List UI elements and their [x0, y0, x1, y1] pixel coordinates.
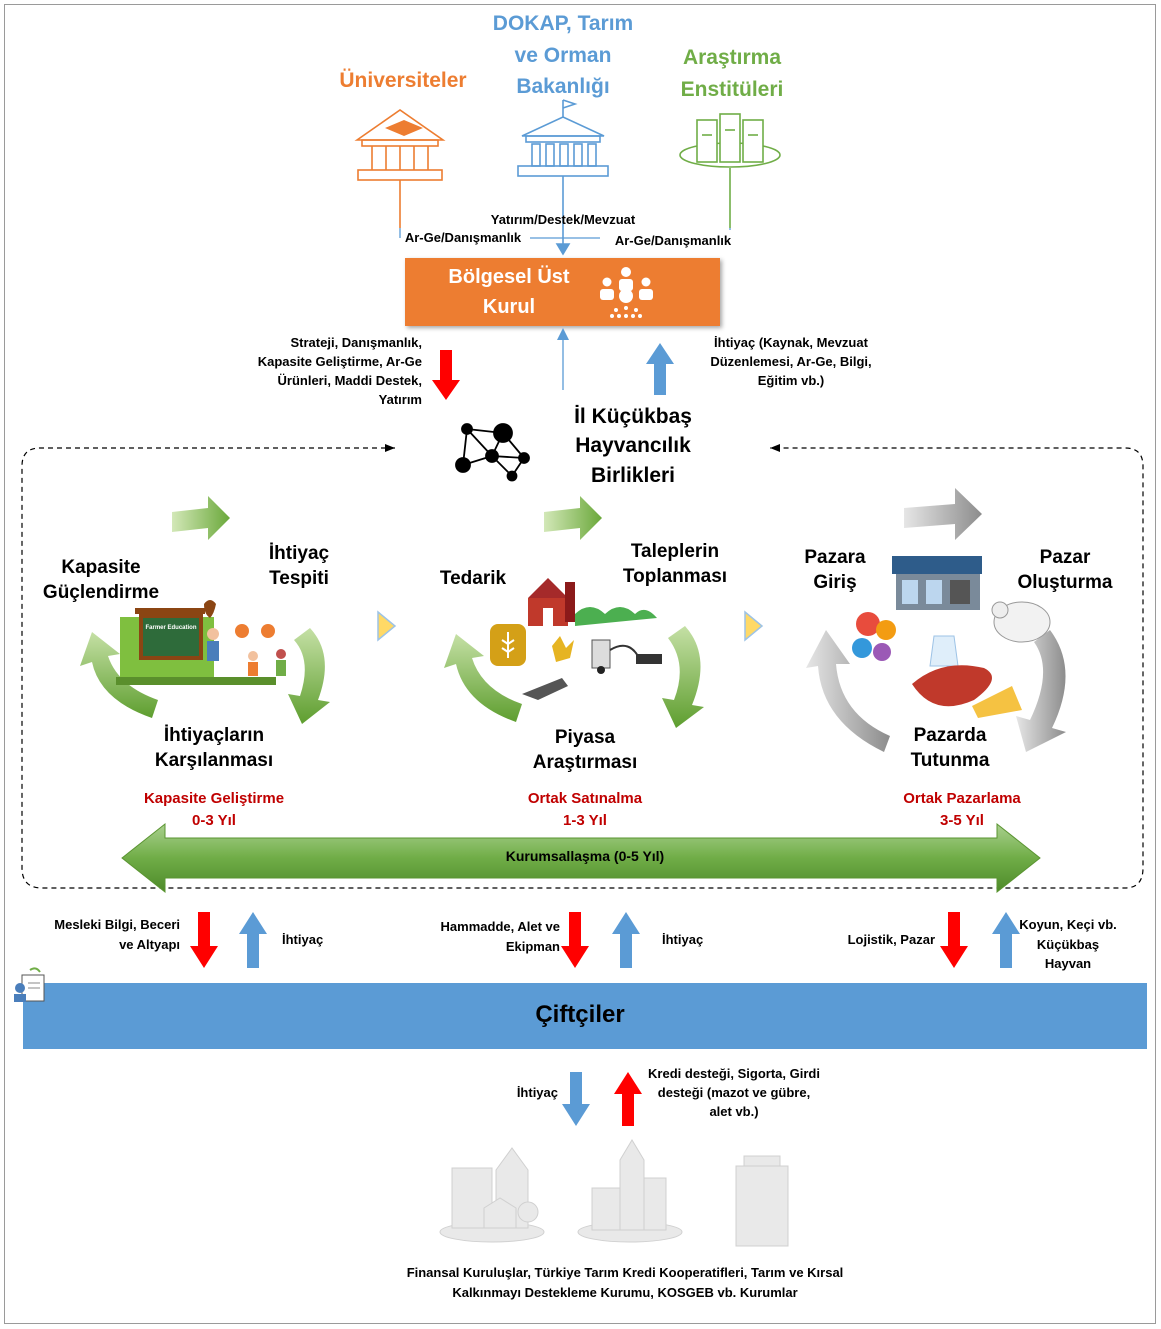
cycle-2-label-bottom: Piyasa Araştırması: [532, 727, 638, 773]
cycle-2-label-right: Taleplerin Toplanması: [622, 541, 728, 587]
market-illustration: [852, 556, 1051, 718]
cycle-1-years: 0-3 Yıl: [192, 812, 236, 829]
next-triangle-1: [377, 610, 397, 642]
cycle-3-arrows: [806, 488, 1066, 752]
f1-down-text: Mesleki Bilgi, Beceri ve Altyapı: [54, 917, 180, 952]
cycle-3-phase: Ortak Pazarlama: [903, 790, 1021, 807]
diagram-frame: [4, 4, 1156, 1324]
process-frame: [21, 447, 1144, 889]
ministry-label: DOKAP, Tarım ve Orman Bakanlığı: [492, 12, 634, 98]
cycle-2-phase: Ortak Satınalma: [527, 790, 643, 807]
cycle-3-label-left: Pazara Giriş: [804, 547, 866, 593]
document-user-icon: [14, 967, 45, 1002]
cycle-3-label-right: Pazar Oluşturma: [1017, 547, 1113, 593]
universities-label: Üniversiteler: [339, 69, 467, 92]
right-link-label: Ar-Ge/Danışmanlık: [614, 233, 732, 248]
farmers-label: Çiftçiler: [535, 1001, 625, 1028]
f1-up-text: İhtiyaç: [282, 932, 324, 947]
chalkboard-caption: Farmer Education: [145, 625, 196, 631]
cycle-3-label-bottom: Pazarda Tutunma: [910, 725, 990, 771]
cycle-1-label-left: Kapasite Güçlendirme: [42, 557, 160, 603]
cycle-2-label-left: Tedarik: [439, 568, 507, 589]
down-flow-text: Strateji, Danışmanlık, Kapasite Geliştir…: [257, 335, 422, 407]
center-link-label: Yatırım/Destek/Mevzuat: [490, 212, 636, 227]
cycle-3-years: 3-5 Yıl: [940, 812, 984, 829]
cycle-1-label-bottom: İhtiyaçların Karşılanması: [154, 725, 274, 771]
institutionalization-arrow: [121, 822, 1041, 894]
supply-illustration: [490, 578, 662, 700]
people-group-icon: [600, 267, 653, 318]
next-triangle-2: [744, 610, 764, 642]
network-icon: [455, 423, 530, 482]
f2-up-text: İhtiyaç: [662, 932, 704, 947]
f3-up-text: Koyun, Keçi vb. Küçükbaş Hayvan: [1019, 917, 1117, 971]
cycle-2-arrows: [444, 496, 704, 728]
board-label: Bölgesel Üst Kurul: [448, 266, 570, 318]
farmer-arrows: [190, 912, 1020, 968]
down-arrow-red: [432, 350, 460, 400]
institute-icon: [679, 113, 781, 228]
institutionalization-label: Kurumsallaşma (0-5 Yıl): [505, 848, 665, 864]
union-label: İl Küçükbaş Hayvancılık Birlikleri: [574, 405, 692, 487]
footer-institutions: Finansal Kuruluşlar, Türkiye Tarım Kredi…: [406, 1265, 844, 1300]
ministry-icon: [517, 99, 609, 256]
farmer-education-illustration: Farmer Education: [116, 600, 286, 685]
bottom-support-text: Kredi desteği, Sigorta, Girdi desteği (m…: [648, 1066, 820, 1119]
support-up-arrow: [614, 1072, 642, 1126]
f3-down-text: Lojistik, Pazar: [847, 932, 935, 947]
farmers-bar: [23, 983, 1147, 1049]
bottom-need-text: İhtiyaç: [516, 1085, 558, 1100]
up-flow-text: İhtiyaç (Kaynak, Mevzuat Düzenlemesi, Ar…: [710, 335, 872, 388]
cycle-1-phase: Kapasite Geliştirme: [143, 790, 285, 807]
university-icon: [354, 109, 446, 228]
cycle-1-arrows: [80, 496, 330, 724]
buildings-icon: [439, 1139, 789, 1247]
board-box: [405, 258, 720, 326]
institutes-label: Araştırma Enstitüleri: [680, 46, 784, 101]
left-link-label: Ar-Ge/Danışmanlık: [404, 230, 522, 245]
need-down-arrow: [562, 1072, 590, 1126]
f2-down-text: Hammadde, Alet ve Ekipman: [440, 919, 560, 954]
up-arrow-blue: [646, 343, 674, 395]
cycle-1-label-right: İhtiyaç Tespiti: [268, 543, 330, 589]
cycle-2-years: 1-3 Yıl: [563, 812, 607, 829]
